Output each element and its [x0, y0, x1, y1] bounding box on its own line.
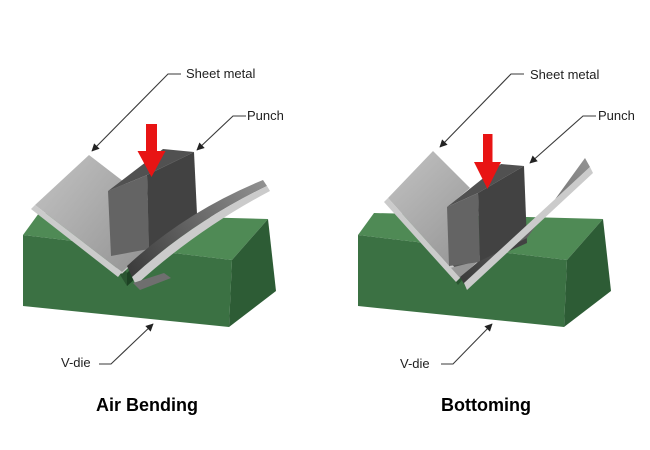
punch-label: Punch — [598, 108, 635, 123]
sheet-metal-label: Sheet metal — [186, 66, 256, 81]
sheet-metal-left-flange — [388, 151, 478, 278]
sheet-metal-right-flange — [127, 180, 267, 277]
panel-title-bottoming: Bottoming — [441, 395, 531, 415]
punch-top-face — [447, 164, 524, 207]
leader-line-v-die — [441, 323, 493, 365]
v-die-label: V-die — [61, 355, 91, 370]
panel-title-air-bending: Air Bending — [96, 395, 198, 415]
punch-left-face — [108, 175, 149, 256]
sheet-metal-right-edge — [464, 167, 593, 290]
leader-line-sheet-metal — [439, 73, 524, 148]
v-die-label: V-die — [400, 356, 430, 371]
leader-line-punch — [529, 115, 596, 164]
sheet-metal-right-edge — [132, 186, 270, 285]
sheet-metal-right-flange — [460, 158, 590, 284]
punch-left-face — [447, 193, 480, 266]
sheet-metal-front-edge — [31, 205, 122, 277]
force-down-arrow-icon — [137, 124, 166, 177]
leader-line-v-die — [99, 323, 154, 365]
leader-line-sheet-metal — [91, 73, 181, 152]
air-bending-illustration — [23, 73, 276, 365]
sheet-metal-underside — [133, 273, 171, 290]
force-down-arrow-icon — [474, 134, 501, 189]
v-die-side-face — [229, 219, 276, 327]
punch-label: Punch — [247, 108, 284, 123]
leader-line-punch — [196, 115, 246, 151]
v-die-side-face — [564, 219, 611, 327]
sheet-metal-label: Sheet metal — [530, 67, 600, 82]
sheet-metal-front-edge — [384, 198, 460, 282]
punch-right-face — [147, 152, 197, 249]
bottoming-illustration — [358, 73, 611, 365]
